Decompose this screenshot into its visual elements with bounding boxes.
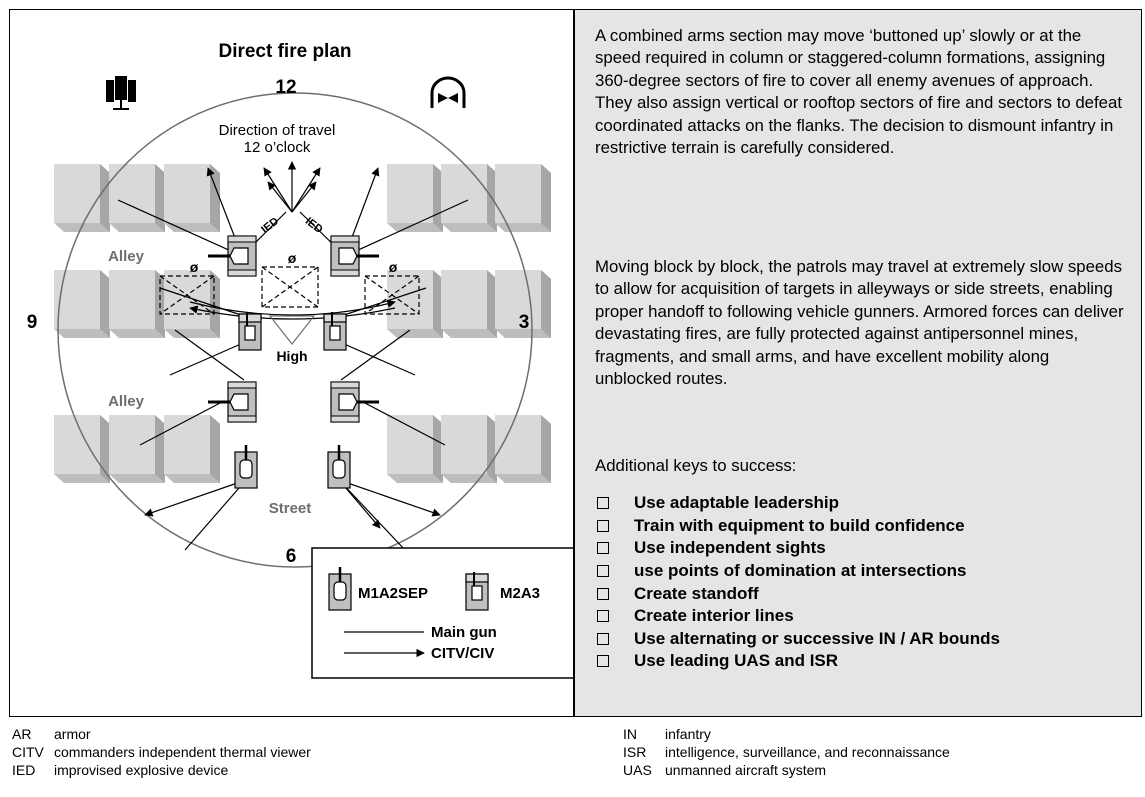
- checkbox-icon: [597, 587, 609, 600]
- glossary-def: infantry: [665, 726, 711, 742]
- key-item: Create standoff: [595, 582, 1000, 605]
- glossary-def: improvised explosive device: [54, 762, 229, 778]
- key-item-label: Create interior lines: [634, 606, 794, 626]
- glossary-def: armor: [54, 726, 91, 742]
- glossary-entry: UAS unmanned aircraft system: [623, 762, 826, 780]
- ied-label-left: IED: [259, 215, 281, 236]
- key-item-label: Use alternating or successive IN / AR bo…: [634, 628, 1000, 648]
- checkbox-icon: [597, 565, 609, 578]
- key-item-label: Create standoff: [634, 583, 759, 603]
- checkbox-icon: [597, 519, 609, 532]
- key-item: Use alternating or successive IN / AR bo…: [595, 628, 1000, 651]
- direct-fire-plan-diagram: Direct fire plan 12 3 6 9 Direction of t…: [27, 41, 574, 679]
- glossary-def: commanders independent thermal viewer: [54, 744, 311, 760]
- glossary-entry: ISR intelligence, surveillance, and recon…: [623, 744, 950, 762]
- text-panel: A combined arms section may move ‘button…: [575, 10, 1141, 716]
- glossary-abbr: ISR: [623, 744, 647, 760]
- phi-label-left: ø: [190, 259, 199, 275]
- paragraph-1: A combined arms section may move ‘button…: [595, 26, 1123, 158]
- street-label: Street: [269, 500, 312, 517]
- figure-frame: Direct fire plan 12 3 6 9 Direction of t…: [9, 9, 1142, 717]
- legend-m2a3-label: M2A3: [500, 585, 540, 602]
- key-item-label: Use leading UAS and ISR: [634, 651, 839, 671]
- phi-label-center: ø: [288, 250, 297, 266]
- legend-m1a2sep-label: M1A2SEP: [358, 585, 428, 602]
- glossary-abbr: IED: [12, 762, 36, 778]
- legend-citv-label: CITV/CIV: [431, 645, 494, 662]
- legend: M1A2SEP M2A3 Main gun CITV/CIV: [311, 547, 574, 679]
- legend-main-gun-label: Main gun: [431, 624, 497, 641]
- paragraph-2: Moving block by block, the patrols may t…: [595, 257, 1124, 389]
- glossary-abbr: CITV: [12, 744, 44, 760]
- clock-3-label: 3: [519, 312, 530, 333]
- glossary-entry: AR armor: [12, 726, 91, 744]
- glossary: AR armor CITV commanders independent therm…: [0, 720, 1145, 797]
- key-item-label: Use adaptable leadership: [634, 493, 840, 513]
- key-item: Train with equipment to build confidence: [595, 515, 1000, 538]
- city-buildings: [54, 164, 551, 483]
- checkbox-icon: [597, 632, 609, 645]
- high-sector: [268, 315, 316, 345]
- alley-label-top: Alley: [108, 248, 145, 265]
- glossary-entry: CITV commanders independent thermal viewe…: [12, 744, 311, 762]
- panel-divider: [573, 10, 575, 716]
- glossary-def: intelligence, surveillance, and reconnai…: [665, 744, 950, 760]
- dead-space-boxes: [159, 266, 420, 315]
- diagram-title: Direct fire plan: [218, 41, 351, 62]
- key-item: Create interior lines: [595, 605, 1000, 628]
- key-item-label: Use independent sights: [634, 538, 826, 558]
- glossary-def: unmanned aircraft system: [665, 762, 827, 778]
- key-item-label: use points of domination at intersection…: [634, 561, 967, 581]
- paragraph-3: Additional keys to success:: [595, 456, 797, 475]
- key-item: Use adaptable leadership: [595, 492, 1000, 515]
- key-item: use points of domination at intersection…: [595, 560, 1000, 583]
- glossary-abbr: AR: [12, 726, 32, 742]
- glossary-entry: IED improvised explosive device: [12, 762, 228, 780]
- glossary-abbr: IN: [623, 726, 637, 742]
- phi-label-right: ø: [389, 259, 398, 275]
- clock-9-label: 9: [27, 312, 38, 333]
- direction-of-travel-label: Direction of travel: [219, 122, 336, 139]
- high-label: High: [276, 348, 307, 364]
- glossary-entry: IN infantry: [623, 726, 711, 744]
- m2a3-symbol: [465, 571, 489, 611]
- key-item: Use leading UAS and ISR: [595, 650, 1000, 673]
- glossary-abbr: UAS: [623, 762, 652, 778]
- checkbox-icon: [597, 497, 609, 510]
- keys-to-success-list: Use adaptable leadership Train with equi…: [595, 492, 1000, 673]
- checkbox-icon: [597, 542, 609, 555]
- observation-dome-icon: [430, 76, 466, 108]
- alley-label-bottom: Alley: [108, 393, 145, 410]
- twelve-oclock-label: 12 o’clock: [244, 139, 311, 156]
- key-item: Use independent sights: [595, 537, 1000, 560]
- dismounted-infantry-icon: [106, 76, 136, 110]
- checkbox-icon: [597, 655, 609, 668]
- key-item-label: Train with equipment to build confidence: [634, 515, 965, 535]
- clock-12-label: 12: [275, 77, 296, 98]
- sector-circle: [57, 92, 533, 568]
- clock-6-label: 6: [286, 546, 297, 567]
- checkbox-icon: [597, 610, 609, 623]
- m1a2sep-symbol: [327, 565, 353, 612]
